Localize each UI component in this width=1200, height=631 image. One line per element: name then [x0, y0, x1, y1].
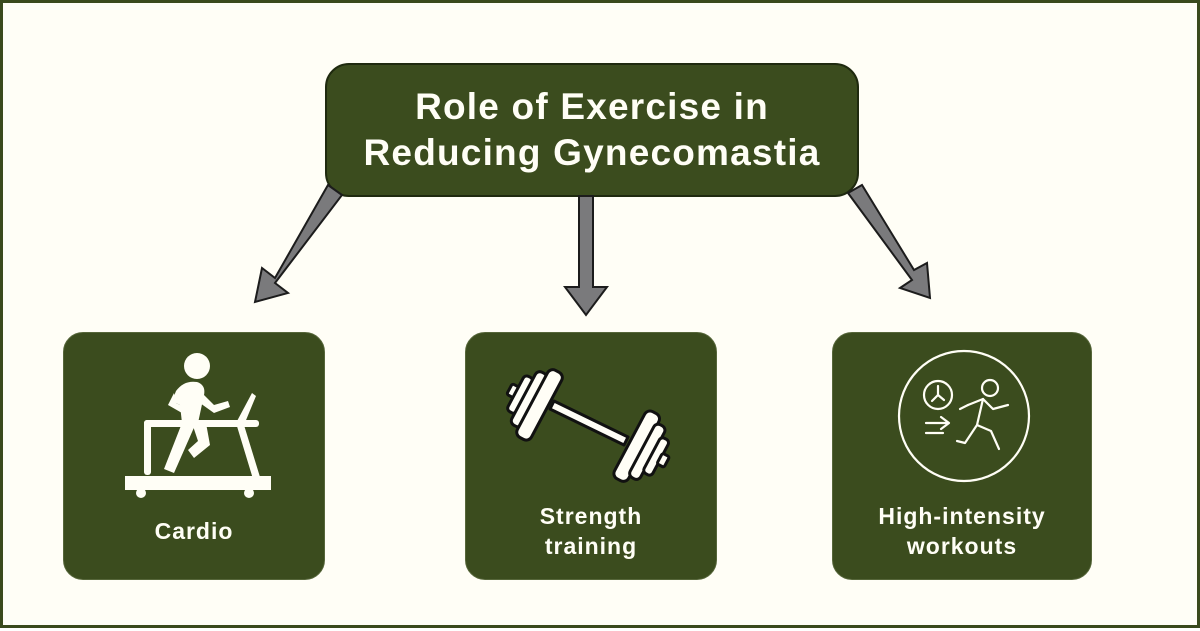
- treadmill-icon: [125, 353, 271, 498]
- card-cardio: Cardio: [63, 332, 325, 580]
- card-strength-training: Strength training: [465, 332, 717, 580]
- dumbbell-icon: [505, 368, 671, 483]
- card-label-cardio: Cardio: [154, 518, 234, 544]
- arrow-left-icon: [253, 183, 344, 304]
- title-line-1: Role of Exercise in: [415, 86, 769, 127]
- running-clock-icon: [897, 349, 1031, 483]
- card-label-high-intensity-workouts: High-intensity workouts: [878, 503, 1046, 559]
- title-box: Role of Exercise in Reducing Gynecomasti…: [325, 63, 859, 197]
- title-line-2: Reducing Gynecomastia: [363, 132, 821, 173]
- card-high-intensity-workouts: High-intensity workouts: [832, 332, 1092, 580]
- arrow-middle-icon: [563, 195, 609, 317]
- card-label-strength-training: Strength training: [539, 503, 643, 559]
- arrow-right-icon: [846, 183, 932, 300]
